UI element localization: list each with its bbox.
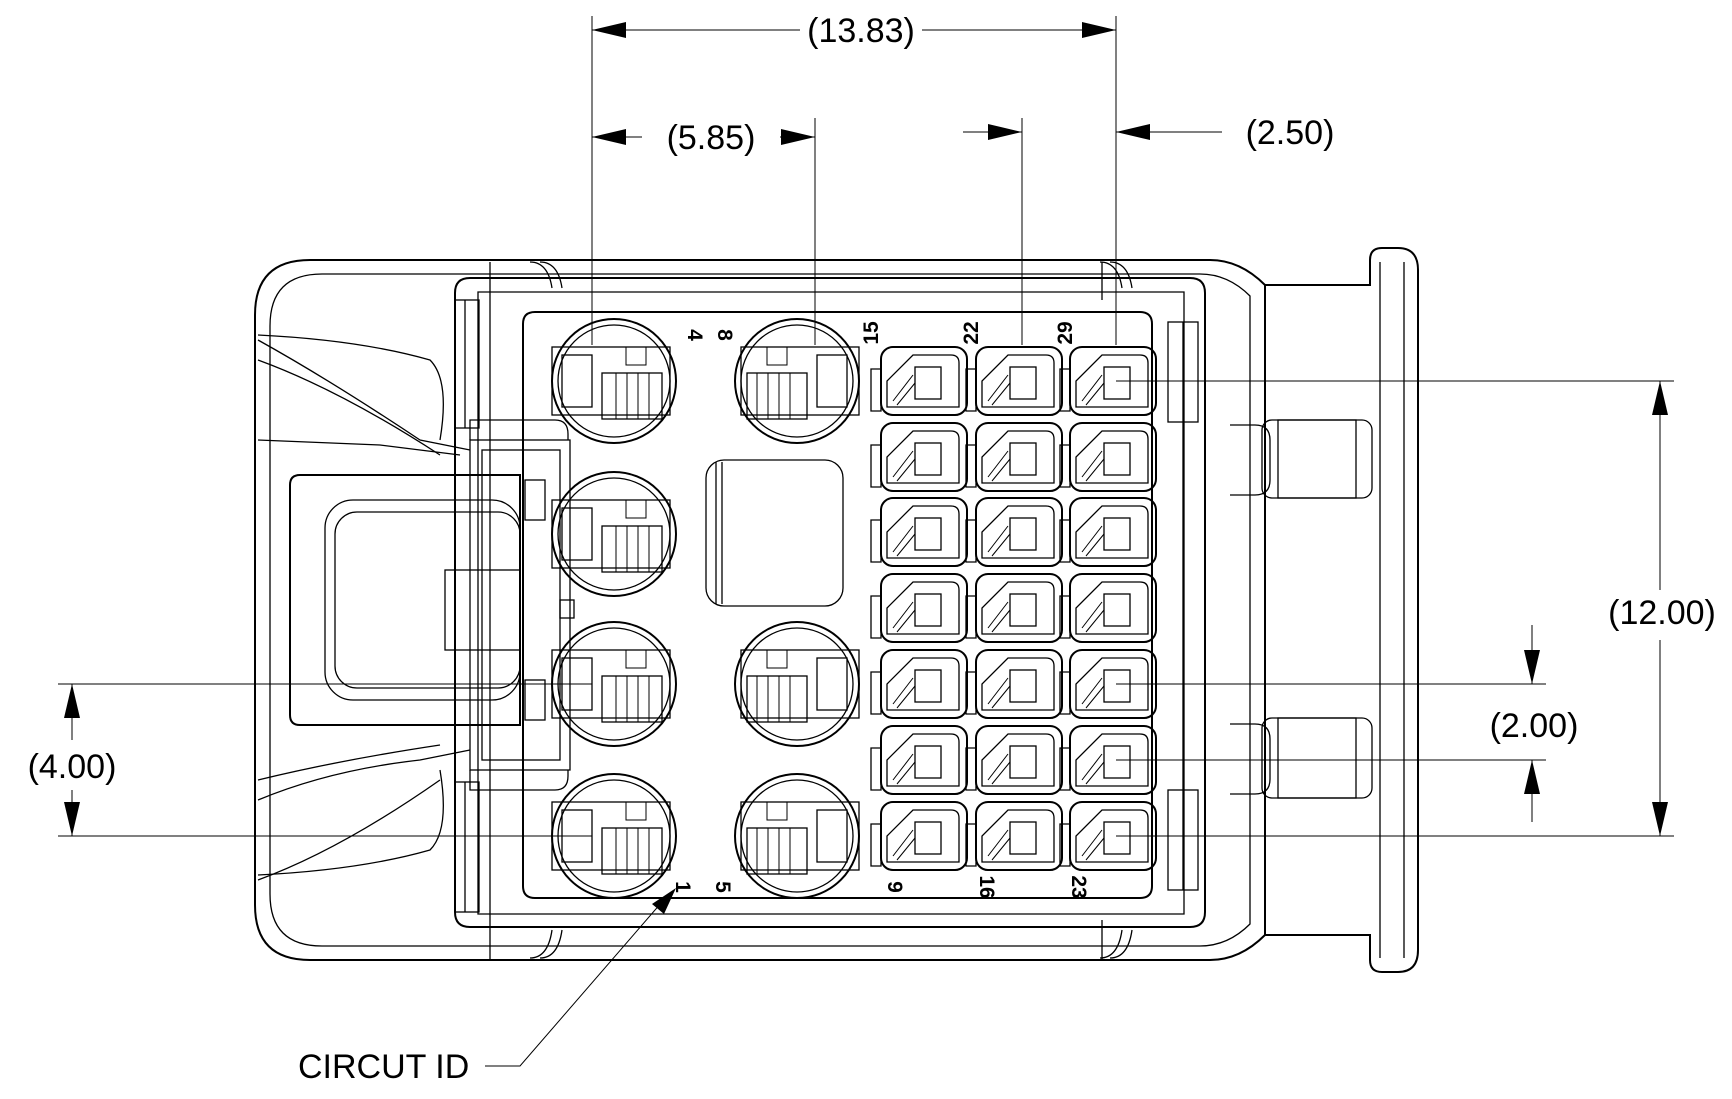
small-cavity — [965, 497, 1063, 567]
large-cavity — [551, 773, 677, 899]
small-cavity — [965, 801, 1063, 871]
pin-label-29: 29 — [1054, 321, 1077, 344]
arrow-head — [1524, 760, 1540, 794]
small-cavity — [870, 801, 968, 871]
small-cavity — [1059, 573, 1157, 643]
small-cavity — [870, 346, 968, 416]
arrow-head — [64, 802, 80, 836]
arrow-head — [1116, 124, 1150, 140]
arrow-head — [781, 129, 815, 145]
small-cavity — [870, 422, 968, 492]
dimension-label: (2.00) — [1490, 707, 1579, 745]
dimension-2-00: (2.00) — [1116, 625, 1578, 822]
dimension-4-00: (4.00) — [28, 683, 592, 837]
small-cavity — [965, 422, 1063, 492]
large-cavity — [551, 318, 677, 444]
pin-label-23: 23 — [1067, 875, 1090, 898]
large-cavity — [734, 621, 860, 747]
small-cavity — [965, 573, 1063, 643]
face-plate — [522, 311, 1153, 899]
arrow-head — [652, 888, 676, 914]
arrow-head — [1652, 802, 1668, 836]
pin-label-15: 15 — [860, 321, 883, 345]
dimension-5-85: (5.85) — [592, 118, 816, 345]
small-cavity — [870, 573, 968, 643]
pin-label-4: 4 — [683, 329, 706, 341]
pin-label-8: 8 — [713, 329, 736, 341]
dimension-label: (12.00) — [1608, 594, 1716, 632]
large-cavities — [551, 318, 860, 899]
small-cavity — [1059, 346, 1157, 416]
dimension-label: (4.00) — [28, 748, 117, 786]
small-cavity — [965, 649, 1063, 719]
pin-labels: 4 8 15 22 29 1 5 9 16 23 — [671, 321, 1090, 899]
dimension-13-83: (13.83) — [591, 12, 1117, 345]
arrow-head — [988, 124, 1022, 140]
small-cavity — [965, 346, 1063, 416]
large-cavity — [734, 318, 860, 444]
small-cavity — [870, 497, 968, 567]
arrow-head — [592, 22, 626, 38]
dimension-2-50: (2.50) — [963, 114, 1334, 345]
arrow-head — [592, 129, 626, 145]
pin-label-5: 5 — [711, 881, 734, 893]
small-cavity — [1059, 497, 1157, 567]
small-cavity — [870, 649, 968, 719]
small-cavities — [870, 346, 1157, 871]
connector-housing — [254, 247, 1419, 973]
small-cavity — [965, 725, 1063, 795]
large-cavity — [551, 471, 677, 597]
pin-label-1: 1 — [671, 881, 694, 893]
dimension-label: (5.85) — [667, 119, 756, 157]
arrow-head — [64, 684, 80, 718]
large-cavity — [734, 773, 860, 899]
dimension-label: (13.83) — [807, 12, 915, 50]
dimension-12-00: (12.00) — [1116, 380, 1716, 837]
pin-label-22: 22 — [960, 321, 983, 344]
dimension-label: (2.50) — [1246, 114, 1335, 152]
arrow-head — [1652, 381, 1668, 415]
circuit-id-callout: CIRCUT ID — [298, 888, 676, 1086]
small-cavity — [870, 725, 968, 795]
arrow-head — [1082, 22, 1116, 38]
arrow-head — [1524, 650, 1540, 684]
small-cavity — [1059, 422, 1157, 492]
pin-label-16: 16 — [975, 875, 998, 898]
callout-label: CIRCUT ID — [298, 1048, 469, 1086]
pin-label-9: 9 — [883, 881, 906, 893]
